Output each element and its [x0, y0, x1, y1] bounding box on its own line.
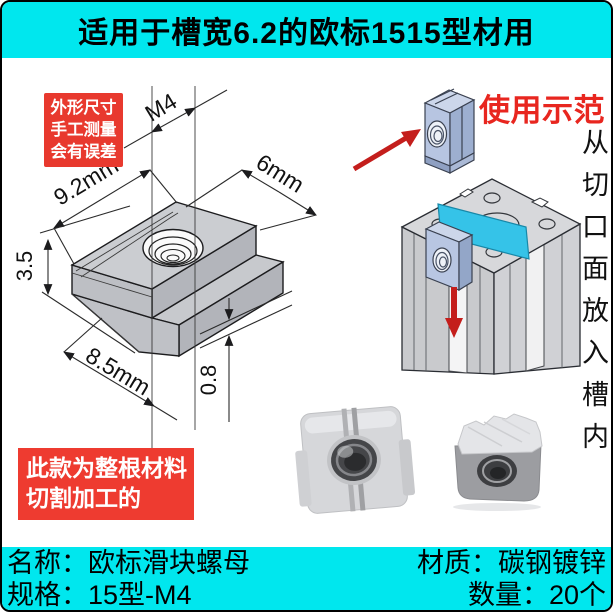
down-arrow-icon [445, 287, 463, 338]
material-process-label: 此款为整根材料 切割加工的 [18, 448, 194, 520]
dim-height-label: 3.5 [12, 251, 37, 282]
nut-photo-top-view [295, 406, 416, 514]
product-quantity: 数量：20个 [467, 579, 606, 610]
floating-nut-illustration [423, 88, 476, 175]
measurement-warning-label: 外形尺寸 手工测量 会有误差 [44, 93, 123, 168]
info-row-1: 名称：欧标滑块螺母 材质：碳钢镀锌 [7, 547, 606, 579]
insert-arrow-icon [352, 129, 421, 172]
dim-depth-label: 6mm [252, 149, 309, 198]
bottom-banner: 名称：欧标滑块螺母 材质：碳钢镀锌 规格：15型-M4 数量：20个 [2, 547, 611, 610]
warning-line: 外形尺寸 [50, 99, 117, 117]
material-line: 此款为整根材料 [26, 455, 187, 481]
product-spec: 规格：15型-M4 [7, 579, 192, 610]
usage-demo-title: 使用示范 [479, 93, 605, 128]
top-banner-text: 适用于槽宽6.2的欧标1515型材用 [78, 17, 535, 50]
insertion-instruction-vertical: 从切口面放入槽内 [578, 128, 608, 464]
tnut-technical-drawing [70, 201, 285, 358]
warning-line: 会有误差 [50, 143, 117, 162]
product-name: 名称：欧标滑块螺母 [7, 547, 250, 578]
info-row-2: 规格：15型-M4 数量：20个 [7, 579, 606, 611]
nut-photo-side-view [453, 413, 543, 511]
warning-line: 手工测量 [50, 121, 117, 140]
profile-illustration [400, 178, 582, 375]
inserted-nut [424, 221, 474, 292]
dim-flange-thickness-label: 0.8 [196, 365, 221, 396]
top-banner: 适用于槽宽6.2的欧标1515型材用 [2, 2, 611, 58]
dim-thread-label: M4 [140, 88, 181, 127]
product-material: 材质：碳钢镀锌 [417, 547, 606, 578]
material-line: 切割加工的 [26, 485, 141, 512]
